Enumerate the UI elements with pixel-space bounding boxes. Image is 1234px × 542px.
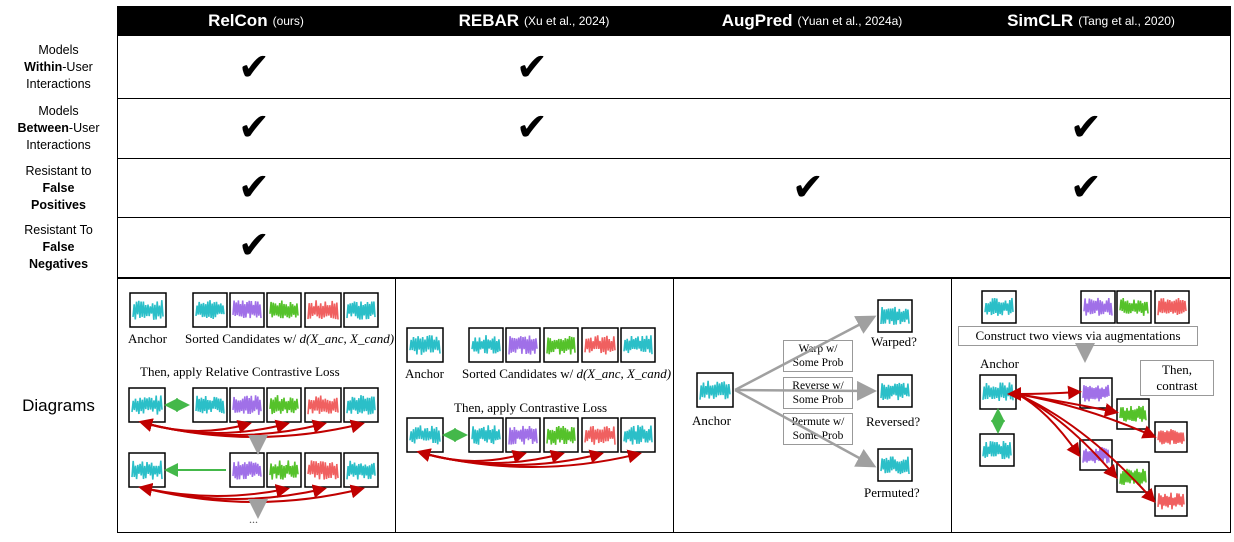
reversed-label: Reversed?	[866, 414, 921, 429]
warp-box: Warp w/ Some Prob	[783, 340, 853, 372]
diagram-simclr	[951, 278, 1231, 533]
col-cite: (Yuan et al., 2024a)	[797, 13, 903, 28]
check-icon: ✔	[238, 165, 270, 209]
check-icon: ✔	[1070, 165, 1102, 209]
construct-box: Construct two views via augmentations	[958, 326, 1198, 346]
col-header-relcon: RelCon (ours)	[117, 6, 395, 35]
rebar-anchor-label: Anchor	[405, 366, 444, 381]
col-name: AugPred	[721, 10, 793, 30]
row-label-diagrams: Diagrams	[22, 395, 95, 415]
simclr-anchor-label: Anchor	[980, 356, 1019, 371]
check-icon: ✔	[238, 45, 270, 89]
table-row	[117, 35, 1231, 99]
diagram-relcon	[117, 278, 396, 533]
relcon-step-label: Then, apply Relative Contrastive Loss	[140, 364, 340, 379]
permuted-label: Permuted?	[864, 485, 920, 500]
rebar-sorted-label: Sorted Candidates w/ d(X_anc, X_cand)	[462, 366, 672, 381]
rebar-step-label: Then, apply Contrastive Loss	[454, 400, 608, 415]
check-icon: ✔	[516, 45, 548, 89]
col-cite: (ours)	[272, 13, 304, 28]
warped-label: Warped?	[871, 334, 917, 349]
col-header-rebar: REBAR (Xu et al., 2024)	[395, 6, 673, 35]
check-icon: ✔	[516, 105, 548, 149]
check-icon: ✔	[792, 165, 824, 209]
col-name: RelCon	[208, 10, 268, 30]
table-row	[117, 98, 1231, 159]
check-icon: ✔	[238, 223, 270, 267]
check-icon: ✔	[238, 105, 270, 149]
col-cite: (Tang et al., 2020)	[1078, 13, 1175, 28]
col-name: SimCLR	[1007, 10, 1074, 30]
permute-box: Permute w/ Some Prob	[783, 413, 853, 445]
relcon-sorted-label: Sorted Candidates w/ d(X_anc, X_cand)	[185, 331, 395, 346]
reverse-box: Reverse w/ Some Prob	[783, 377, 853, 409]
col-header-simclr: SimCLR (Tang et al., 2020)	[951, 6, 1231, 35]
check-icon: ✔	[1070, 105, 1102, 149]
contrast-box: Then, contrast	[1140, 360, 1214, 396]
col-name: REBAR	[458, 10, 520, 30]
table-row	[117, 158, 1231, 218]
col-cite: (Xu et al., 2024)	[524, 13, 610, 28]
header-bar	[117, 6, 1231, 35]
table-row	[117, 217, 1231, 278]
col-header-augpred: AugPred (Yuan et al., 2024a)	[673, 6, 951, 35]
relcon-ellipsis: ...	[249, 512, 258, 526]
augpred-anchor-label: Anchor	[692, 413, 731, 428]
relcon-anchor-label: Anchor	[128, 331, 167, 346]
